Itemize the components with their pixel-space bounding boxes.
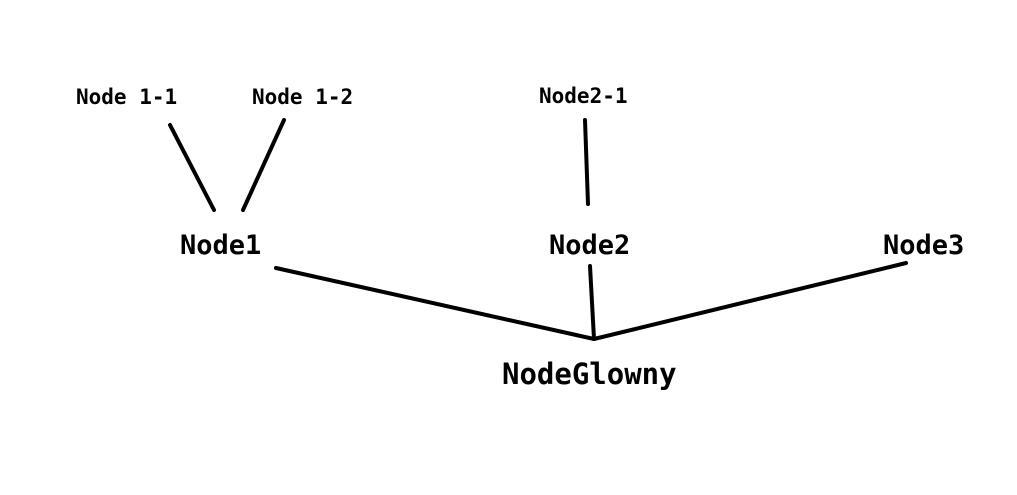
edge-node-1-2-to-node1: [241, 118, 286, 212]
node-1-2-label: Node 1-2: [252, 85, 354, 109]
edge-node3-to-root: [592, 261, 908, 341]
edge-node-1-1-to-node1: [168, 123, 216, 212]
node2-label: Node2: [549, 230, 631, 261]
node2-1-label: Node2-1: [539, 84, 628, 108]
edge-node1-to-root: [274, 266, 596, 341]
node3-label: Node3: [883, 230, 965, 261]
edge-node2-to-root: [588, 264, 596, 341]
node1-label: Node1: [180, 230, 262, 261]
root-node-label: NodeGlowny: [502, 357, 677, 391]
edge-node2-1-to-node2: [583, 118, 590, 206]
node-1-1-label: Node 1-1: [76, 85, 178, 109]
